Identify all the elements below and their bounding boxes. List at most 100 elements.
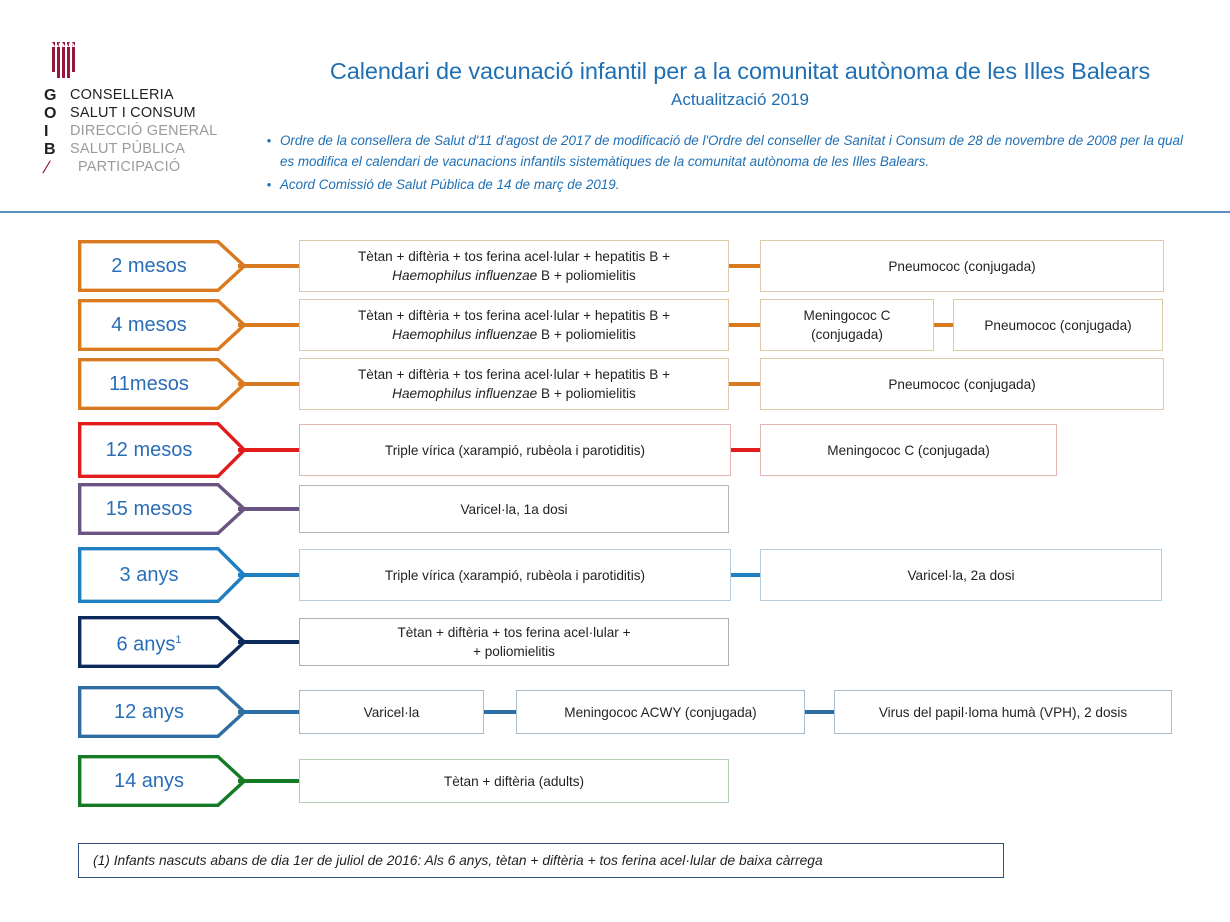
vaccine-label: Tètan + diftèria + tos ferina acel·lular…	[357, 367, 671, 401]
balearic-crest-icon	[52, 42, 78, 78]
vaccine-label: Pneumococ (conjugada)	[888, 376, 1036, 392]
goib-letter-g: G	[44, 87, 57, 104]
connector-line	[238, 323, 301, 327]
vaccine-box[interactable]: Tètan + diftèria (adults)	[299, 759, 729, 803]
footnote-marker: 1	[175, 633, 182, 646]
reference-bullet-list: • Ordre de la consellera de Salut d'11 d…	[258, 130, 1188, 197]
vaccine-label: Meningococ ACWY (conjugada)	[564, 704, 757, 720]
connector-line	[238, 264, 301, 268]
reference-text-2: Acord Comissió de Salut Pública de 14 de…	[280, 177, 620, 192]
age-label: 4 mesos	[111, 314, 187, 336]
goib-letter-b: B	[44, 141, 56, 158]
connector-line	[238, 640, 301, 644]
connector-line	[238, 779, 301, 783]
vaccine-box[interactable]: Tètan + diftèria + tos ferina acel·lular…	[299, 618, 729, 666]
vaccine-box[interactable]: Triple vírica (xarampió, rubèola i parot…	[299, 549, 731, 601]
vaccine-box[interactable]: Varicel·la	[299, 690, 484, 734]
age-arrow-11mesos[interactable]: 11mesos	[78, 358, 246, 410]
age-label: 14 anys	[113, 770, 185, 792]
arrow-shape	[78, 755, 246, 807]
vaccine-label: Varicel·la, 2a dosi	[907, 567, 1015, 583]
goib-letter-o: O	[44, 105, 57, 122]
arrow-shape	[78, 547, 246, 603]
bullet-icon: •	[266, 177, 272, 192]
vaccine-label: Tètan + diftèria + tos ferina acel·lular…	[357, 249, 671, 283]
age-label: 2 mesos	[111, 255, 187, 277]
goib-wordmark: G CONSELLERIA O SALUT I CONSUM I DIRECCI…	[40, 87, 274, 177]
vaccine-box[interactable]: Pneumococ (conjugada)	[953, 299, 1163, 351]
vaccine-label: Varicel·la, 1a dosi	[460, 501, 568, 517]
age-label: 15 mesos	[105, 498, 193, 520]
vaccine-box[interactable]: Tètan + diftèria + tos ferina acel·lular…	[299, 240, 729, 292]
reference-text-1: Ordre de la consellera de Salut d'11 d'a…	[280, 133, 1183, 169]
arrow-shape	[78, 483, 246, 535]
vaccine-box[interactable]: Virus del papil·loma humà (VPH), 2 dosis	[834, 690, 1172, 734]
goib-slash-icon: /	[40, 158, 52, 177]
age-arrow-12-anys[interactable]: 12 anys	[78, 686, 246, 738]
page-title: Calendari de vacunació infantil per a la…	[329, 58, 1151, 84]
connector-line	[932, 323, 955, 327]
connector-line	[238, 448, 301, 452]
connector-line	[238, 710, 301, 714]
arrow-shape	[78, 422, 246, 478]
vaccine-box[interactable]: Meningococ C (conjugada)	[760, 424, 1057, 476]
list-item: • Acord Comissió de Salut Pública de 14 …	[258, 174, 1188, 195]
connector-line	[482, 710, 518, 714]
age-arrow-15-mesos[interactable]: 15 mesos	[78, 483, 246, 535]
logo-line-salut-i-consum: SALUT I CONSUM	[70, 105, 196, 121]
vaccine-label: Pneumococ (conjugada)	[984, 317, 1132, 333]
vaccine-label: Tètan + diftèria + tos ferina acel·lular…	[397, 625, 631, 659]
vaccine-label: Pneumococ (conjugada)	[888, 258, 1036, 274]
vaccine-box[interactable]: Triple vírica (xarampió, rubèola i parot…	[299, 424, 731, 476]
age-arrow-3-anys[interactable]: 3 anys	[78, 547, 246, 603]
page-subtitle: Actualització 2019	[671, 90, 809, 109]
list-item: • Ordre de la consellera de Salut d'11 d…	[258, 130, 1188, 172]
goib-logo: G CONSELLERIA O SALUT I CONSUM I DIRECCI…	[40, 42, 274, 177]
vaccine-label: Virus del papil·loma humà (VPH), 2 dosis	[878, 704, 1128, 720]
logo-line-participacio: PARTICIPACIÓ	[78, 159, 181, 175]
vaccine-box[interactable]: Tètan + diftèria + tos ferina acel·lular…	[299, 299, 729, 351]
connector-line	[727, 323, 762, 327]
age-arrow-4-mesos[interactable]: 4 mesos	[78, 299, 246, 351]
vaccine-label: Varicel·la	[363, 704, 420, 720]
vaccine-label: Triple vírica (xarampió, rubèola i parot…	[384, 567, 646, 583]
connector-line	[727, 264, 762, 268]
age-arrow-12-mesos[interactable]: 12 mesos	[78, 422, 246, 478]
logo-line-direccio-general: DIRECCIÓ GENERAL	[70, 123, 218, 139]
connector-line	[803, 710, 836, 714]
arrow-shape	[78, 686, 246, 738]
age-label: 12 anys	[113, 701, 185, 723]
footnote-box: (1) Infants nascuts abans de dia 1er de …	[78, 843, 1004, 878]
page-header: G CONSELLERIA O SALUT I CONSUM I DIRECCI…	[0, 0, 1230, 213]
vaccine-label: Meningococ C(conjugada)	[803, 308, 891, 342]
vaccine-box[interactable]: Tètan + diftèria + tos ferina acel·lular…	[299, 358, 729, 410]
logo-line-conselleria: CONSELLERIA	[70, 87, 174, 103]
age-arrow-6-anys[interactable]: 6 anys1	[78, 616, 246, 668]
vaccine-label: Meningococ C (conjugada)	[827, 442, 990, 458]
connector-line	[729, 448, 762, 452]
age-label: 3 anys	[119, 564, 179, 586]
vaccine-box[interactable]: Meningococ C(conjugada)	[760, 299, 934, 351]
arrow-shape	[78, 358, 246, 410]
arrow-shape	[78, 240, 246, 292]
vaccine-box[interactable]: Pneumococ (conjugada)	[760, 358, 1164, 410]
footnote-text: (1) Infants nascuts abans de dia 1er de …	[93, 853, 823, 868]
age-arrow-14-anys[interactable]: 14 anys	[78, 755, 246, 807]
vaccine-box[interactable]: Varicel·la, 2a dosi	[760, 549, 1162, 601]
age-label: 11mesos	[109, 373, 189, 395]
vaccine-label: Tètan + diftèria (adults)	[443, 773, 585, 789]
arrow-shape	[78, 616, 246, 668]
arrow-shape	[78, 299, 246, 351]
connector-line	[729, 573, 762, 577]
age-label: 6 anys1	[116, 633, 182, 656]
age-arrow-2-mesos[interactable]: 2 mesos	[78, 240, 246, 292]
vaccine-box[interactable]: Pneumococ (conjugada)	[760, 240, 1164, 292]
connector-line	[238, 573, 301, 577]
connector-line	[238, 382, 301, 386]
logo-line-salut-publica: SALUT PÚBLICA	[70, 141, 186, 157]
vaccine-label: Tètan + diftèria + tos ferina acel·lular…	[357, 308, 671, 342]
goib-letter-i: I	[44, 123, 49, 140]
vaccine-box[interactable]: Meningococ ACWY (conjugada)	[516, 690, 805, 734]
vaccine-box[interactable]: Varicel·la, 1a dosi	[299, 485, 729, 533]
